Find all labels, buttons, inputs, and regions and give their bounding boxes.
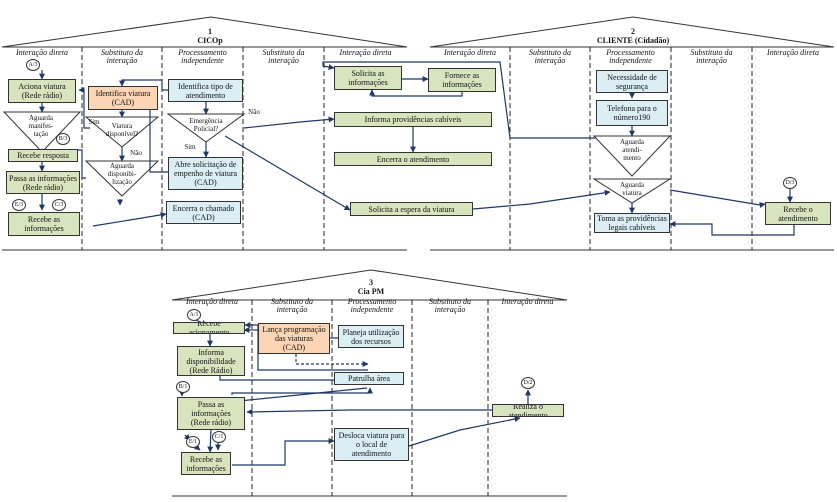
connector-b3: B/3 xyxy=(56,133,70,145)
ciapm-lane-1: Interação direta xyxy=(186,297,238,306)
label-sim-2: Sim xyxy=(184,143,196,151)
encerra-atendimento-box: Encerra o atendimento xyxy=(334,152,492,166)
recebe-resposta-box: Recebe resposta xyxy=(8,149,78,162)
connector-c3: C/3 xyxy=(52,199,66,211)
planeja-recursos-box: Planeja utilização dos recursos xyxy=(338,325,404,348)
connector-c1: C/1 xyxy=(212,431,226,443)
recebe-acionamento-box: Recebe acionamento xyxy=(173,322,245,334)
telefona-190-box: Telefona para o número190 xyxy=(596,100,668,126)
ciapm-lane-3: Processamento independente xyxy=(347,297,397,314)
aguarda-viatura-label: Aguarda viatura xyxy=(619,181,645,197)
ciapm-title: 3 Cia PM xyxy=(357,278,385,296)
cliente-lane-4: Substituto da interação xyxy=(690,48,733,65)
identifica-viatura-box: Identifica viatura (CAD) xyxy=(88,86,158,110)
informa-disponibilidade-box: Informa disponibilidade (Rede Rádio) xyxy=(177,346,245,376)
connector-a3: A/3 xyxy=(26,59,40,71)
ciapm-lane-5: Interação direta xyxy=(501,297,554,306)
label-nao-1: Não xyxy=(130,149,142,157)
connector-d3: D/3 xyxy=(783,177,797,189)
connector-a1: A/1 xyxy=(187,309,201,321)
aguarda-atendimento-label: Aguarda atendi- mento xyxy=(619,138,645,162)
cliente-lane-2: Substituto da interação xyxy=(528,48,571,65)
identifica-tipo-box: Identifica tipo de atendimento xyxy=(168,79,243,102)
abre-solicitacao-box: Abre solicitação de empenho de viatura (… xyxy=(168,157,243,190)
desloca-viatura-box: Desloca viatura para o local de atendime… xyxy=(334,428,409,461)
cliente-lane-5: Interação direta xyxy=(767,48,819,57)
passa-informacoes-ciapm-box: Passa as informações (Rede rádio) xyxy=(177,397,245,430)
recebe-informacoes-box: Recebe as informações xyxy=(8,212,80,236)
aguarda-manifestacao-label: Aguarda manifes- tação xyxy=(28,114,54,138)
label-nao-2: Não xyxy=(248,108,260,116)
cliente-title: 2 CLIENTE (Cidadão) xyxy=(596,27,670,45)
necessidade-seguranca-box: Necessidade de segurança xyxy=(596,70,668,93)
solicita-espera-box: Solicita a espera da viatura xyxy=(350,202,473,216)
lane-dividers xyxy=(81,47,753,496)
passa-informacoes-box: Passa as informações (Rede rádio) xyxy=(6,171,80,194)
connector-e3: E/3 xyxy=(12,199,26,211)
cicop-lane-3: Processamento independente xyxy=(178,48,227,65)
cicop-lane-5: Interação direta xyxy=(339,48,392,57)
decision-shapes xyxy=(2,111,672,204)
fornece-informacoes-box: Fornece as informações xyxy=(428,68,496,92)
aguarda-disponibilizacao-label: Aguarda disponibi- lização xyxy=(107,162,137,186)
cliente-lane-3: Processamento independente xyxy=(606,48,655,65)
connector-d2: D/2 xyxy=(521,377,535,389)
realiza-atendimento-box: Realiza o atendimento xyxy=(492,404,564,417)
ciapm-lane-2: Substituto da interação xyxy=(270,297,313,314)
patrulha-area-box: Patrulha área xyxy=(334,372,404,385)
emergencia-policial-label: Emergência Policial? xyxy=(189,117,223,133)
recebe-informacoes-ciapm-box: Recebe as informações xyxy=(181,452,231,475)
lanca-programacao-box: Lança programação das viaturas (CAD) xyxy=(258,323,330,354)
connector-e1: E/1 xyxy=(186,436,200,448)
section-roofs xyxy=(1,16,835,301)
encerra-chamado-box: Encerra o chamado (CAD) xyxy=(166,201,241,224)
cliente-lane-1: Interação direta xyxy=(444,48,496,57)
recebe-atendimento-box: Recebe o atendimento xyxy=(765,202,831,225)
ciapm-lane-4: Substituto da interação xyxy=(428,297,471,314)
informa-providencias-box: Informa providências cabíveis xyxy=(334,112,492,127)
viatura-disponivel-label: Viatura disponível? xyxy=(105,122,139,138)
connector-b1: B/1 xyxy=(176,381,190,393)
cicop-title: 1 CICOp xyxy=(197,27,223,45)
toma-providencias-box: Toma as providências legais cabíveis xyxy=(594,213,670,233)
cicop-lane-2: Substituto da interação xyxy=(100,48,143,65)
aciona-viatura-box: Aciona viatura (Rede rádio) xyxy=(8,79,76,103)
label-sim-1: Sim xyxy=(88,118,100,126)
cicop-lane-1: Interação direta xyxy=(16,48,68,57)
cicop-lane-4: Substituto da interação xyxy=(262,48,305,65)
solicita-informacoes-box: Solicita as informações xyxy=(334,66,402,90)
